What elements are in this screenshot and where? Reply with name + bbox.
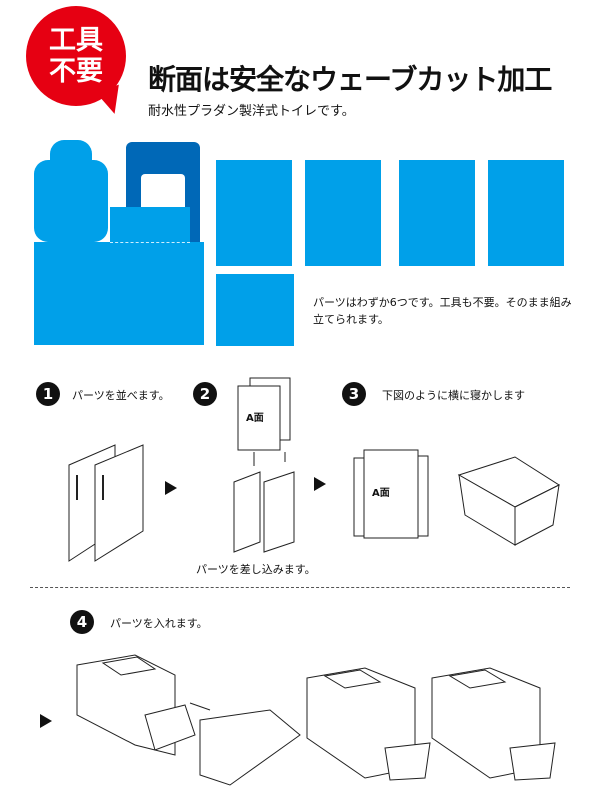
page-subtitle: 耐水性プラダン製洋式トイレです。 <box>148 104 355 119</box>
next-arrow-icon <box>314 477 326 491</box>
step-4-insert-illustration <box>76 654 301 786</box>
step-1-illustration <box>68 444 144 562</box>
step-1-label: パーツを並べます。 <box>72 389 170 402</box>
next-arrow-icon <box>165 481 177 495</box>
step-1-number: 1 <box>36 382 60 406</box>
badge-line-2: 不要 <box>49 56 103 87</box>
part-panel-1 <box>216 160 292 266</box>
step-2-label: パーツを差し込みます。 <box>196 563 316 576</box>
step-2-top-illustration: A面 <box>237 377 291 451</box>
step-3-lying-illustration <box>457 456 561 546</box>
step-4-complete-illustration <box>431 667 556 781</box>
parts-description-line-2: 立てられます。 <box>313 313 389 326</box>
step-1-panel-b <box>94 444 144 562</box>
next-arrow-icon <box>40 714 52 728</box>
step-4-seat-hole <box>448 669 507 689</box>
step-2-panel-a <box>233 471 261 553</box>
part-panel-2 <box>305 160 381 266</box>
step-2-panel-b <box>263 471 295 553</box>
part-small-panel <box>216 274 294 346</box>
step-4-open-flap <box>509 742 556 781</box>
tool-free-badge: 工具 不要 <box>26 6 126 106</box>
part-lid-tab <box>50 140 92 170</box>
section-divider <box>30 587 570 588</box>
step-4-open-flap <box>384 742 431 781</box>
step-3-panel <box>363 449 419 539</box>
step-2-front-panel <box>237 385 281 451</box>
page-title: 断面は安全なウェーブカット加工 <box>148 63 552 96</box>
step-4-seat-hole <box>101 656 157 676</box>
step-4-number: 4 <box>70 610 94 634</box>
step-3-end-face <box>514 484 560 546</box>
step-3-label: 下図のように横に寝かします <box>382 389 525 402</box>
step-4-progress-illustration <box>306 667 431 781</box>
step-3-a-face-label: A面 <box>372 487 390 499</box>
step-4-insert-part <box>199 709 301 786</box>
part-panel-4 <box>488 160 564 266</box>
parts-description: パーツはわずか6つです。工具も不要。そのまま組み 立てられます。 <box>313 294 572 328</box>
part-seat <box>110 207 190 243</box>
part-base <box>34 242 204 345</box>
step-2-number: 2 <box>193 382 217 406</box>
step-4-seat-hole <box>323 669 382 689</box>
part-lid <box>34 160 108 242</box>
badge-line-1: 工具 <box>49 25 103 56</box>
step-4-open-flap <box>144 704 196 751</box>
part-panel-3 <box>399 160 475 266</box>
step-3-upright-illustration: A面 <box>353 449 429 539</box>
step-2-a-face-label: A面 <box>246 412 264 424</box>
step-2-bottom-illustration <box>233 452 295 553</box>
insert-arrow-icon <box>189 702 211 711</box>
step-4-label: パーツを入れます。 <box>110 617 208 630</box>
step-3-number: 3 <box>342 382 366 406</box>
parts-description-line-1: パーツはわずか6つです。工具も不要。そのまま組み <box>313 296 572 309</box>
